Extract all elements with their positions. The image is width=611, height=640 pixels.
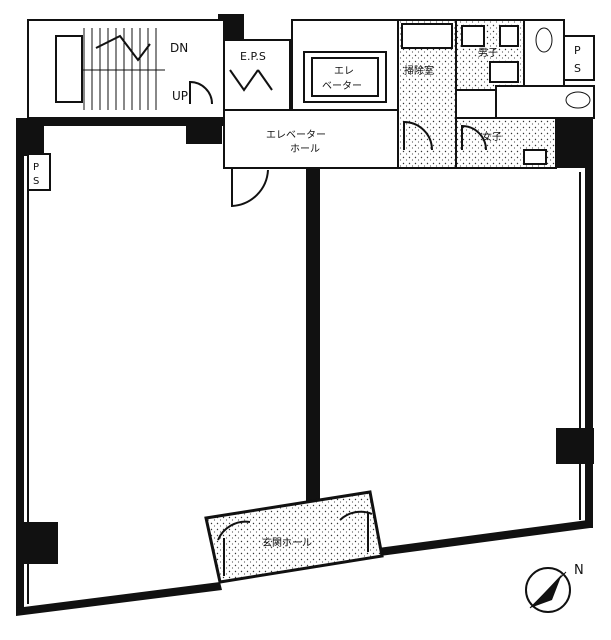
eps-room: E.P.S [223,39,291,111]
stair-up-label: UP [172,89,188,103]
entrance-hall: 玄関ホール [204,490,384,584]
sink-area [495,85,595,119]
restroom-women: 女子 [455,117,557,169]
ps-right-p: P [574,44,581,57]
north-label: N [574,563,584,578]
restroom-men-label: 男子 [478,47,498,59]
eps-label: E.P.S [240,50,266,63]
building-outline [16,118,593,616]
hall-label-line2: ホール [290,143,320,155]
cleaning-room-label: 掃除室 [404,64,434,77]
restroom-women-label: 女子 [482,130,502,143]
ps-shaft-left: P S [27,153,51,191]
restroom-men: 男子 [455,19,525,91]
stair-down-label: DN [170,41,188,55]
north-arrow: N [525,563,584,613]
ps-right-s: S [574,62,581,75]
hall-label-line1: エレベーター [266,129,326,141]
elevator-label-line2: ベーター [322,80,362,92]
stairwell: DN UP [27,19,225,119]
toilet-booth [523,19,565,91]
ps-left-p: P [33,162,39,173]
ps-shaft-right: P S [563,35,595,81]
ps-left-s: S [33,176,39,187]
elevator: エレ ベーター [291,19,399,111]
elevator-label-line1: エレ [334,66,354,77]
entrance-hall-label: 玄関ホール [262,536,312,549]
cleaning-room: 掃除室 [397,19,457,169]
elevator-hall: エレベーター ホール [223,109,399,208]
